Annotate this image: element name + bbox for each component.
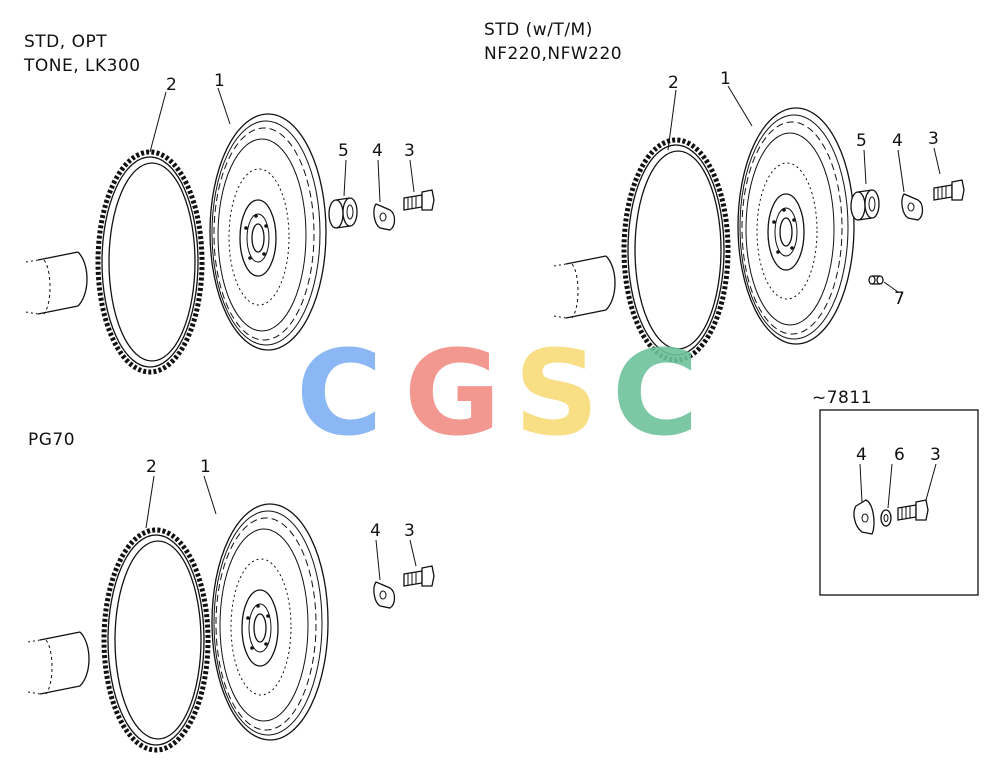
callout-4: 4 (370, 521, 381, 541)
callout-4: 4 (892, 131, 903, 151)
plate-washer (853, 499, 875, 535)
callout-1: 1 (200, 457, 211, 477)
shaft-stub (27, 631, 90, 695)
callout-2: 2 (146, 457, 157, 477)
plate-washer (373, 581, 396, 609)
watermark-logo: C G S C (296, 324, 699, 462)
group-label-top-right: STD (w/T/M) NF220,NFW220 (484, 20, 623, 64)
bearing (850, 189, 880, 221)
bolt (403, 565, 435, 587)
ring-gear (104, 530, 208, 750)
watermark-letter-2: G (404, 324, 501, 462)
callout-1: 1 (214, 71, 225, 91)
assembly-bottom-left: 2 1 4 3 (27, 457, 435, 750)
flywheel (211, 503, 329, 741)
callout-1: 1 (720, 69, 731, 89)
callout-2: 2 (166, 75, 177, 95)
callout-5: 5 (856, 131, 867, 151)
plate-washer (373, 203, 396, 231)
callout-2: 2 (668, 73, 679, 93)
group-label-bottom-left: PG70 (28, 430, 76, 450)
callout-3: 3 (928, 129, 939, 149)
plate-washer (901, 193, 924, 221)
group-label-inset: ~7811 (812, 388, 873, 408)
assembly-top-right: 2 1 5 4 3 7 (553, 69, 965, 360)
callout-3: 3 (404, 521, 415, 541)
spring-washer (880, 509, 892, 527)
flywheel (737, 107, 855, 345)
shaft-stub (553, 255, 616, 319)
callout-5: 5 (338, 141, 349, 161)
callout-3: 3 (404, 141, 415, 161)
group-label-top-left: STD, OPT TONE, LK300 (24, 32, 141, 76)
callout-7: 7 (894, 289, 905, 309)
watermark-letter-3: S (514, 324, 599, 462)
shaft-stub (25, 251, 88, 315)
callout-4: 4 (856, 445, 867, 465)
ring-gear (98, 152, 202, 372)
watermark-letter-1: C (296, 324, 383, 462)
bolt (933, 179, 965, 201)
bearing (328, 197, 358, 229)
inset-box: 4 6 3 (819, 409, 979, 596)
flywheel (209, 113, 327, 351)
watermark-letter-4: C (612, 324, 699, 462)
dowel-pin (868, 275, 884, 285)
assembly-top-left: 2 1 5 4 3 (25, 71, 435, 372)
bolt (897, 499, 929, 521)
bolt (403, 189, 435, 211)
callout-3: 3 (930, 445, 941, 465)
callout-6: 6 (894, 445, 905, 465)
callout-4: 4 (372, 141, 383, 161)
